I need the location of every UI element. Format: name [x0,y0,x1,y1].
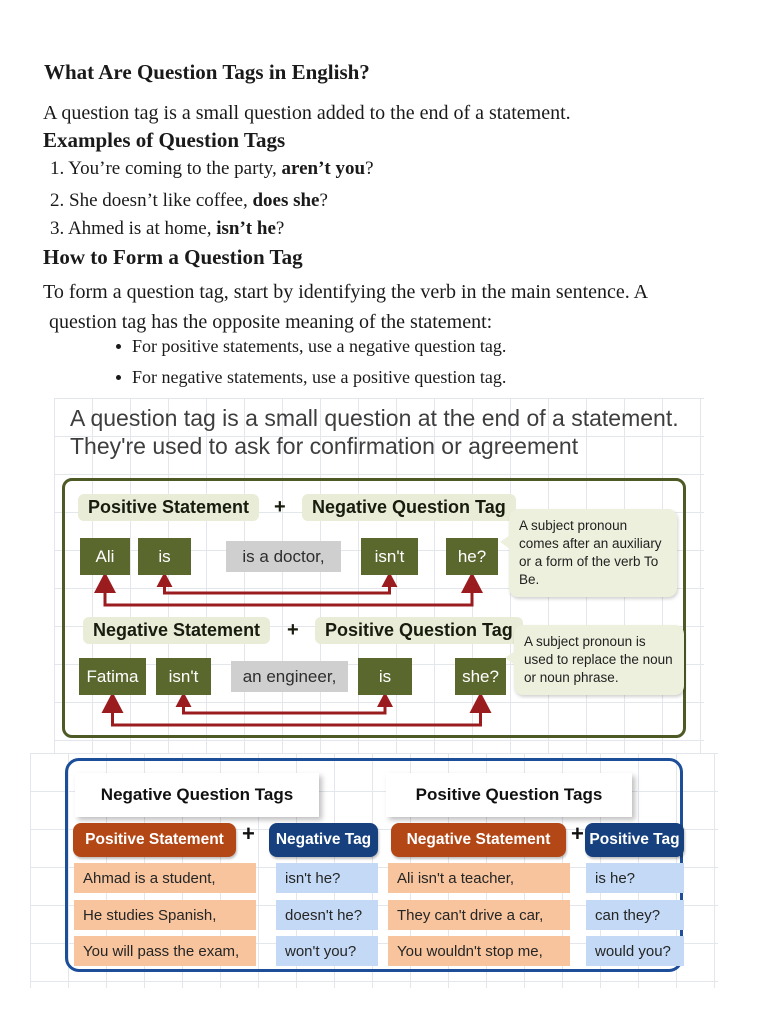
example-text: 1. You’re coming to the party, [50,158,282,179]
tag-cell: isn't he? [276,863,378,893]
intro-paragraph: A question tag is a small question added… [43,102,571,124]
statement-cell: Ahmad is a student, [74,863,256,893]
statement-cell: You will pass the exam, [74,936,256,966]
grammar-diagram-box: Positive Statement + Negative Question T… [62,478,686,738]
word-box-predicate: is a doctor, [226,541,341,572]
word-box-tag-pronoun: she? [455,658,506,695]
example-text: 3. Ahmed is at home, [50,218,217,239]
statement-cell: Ali isn't a teacher, [388,863,570,893]
statement-cell: You wouldn't stop me, [388,936,570,966]
example-suffix: ? [275,218,285,239]
statement-cell: They can't drive a car, [388,900,570,930]
tag-cell: can they? [586,900,684,930]
word-box-subject: Ali [80,538,130,575]
grammar-diagram-image: A question tag is a small question at th… [54,398,704,755]
positive-question-tag-label: Positive Question Tag [315,617,523,644]
plus-sign: + [571,821,584,846]
positive-statement-label: Positive Statement [78,494,260,521]
example-suffix: ? [319,190,328,211]
plus-sign: + [242,821,255,846]
how-to-line2: question tag has the opposite meaning of… [49,311,493,333]
examples-heading: Examples of Question Tags [43,128,286,152]
negative-tag-pill: Negative Tag [269,823,378,857]
diagram-title-line1: A question tag is a small question at th… [70,405,679,431]
bullet-item: For negative statements, use a positive … [132,367,507,387]
tag-cell: doesn't he? [276,900,378,930]
tag-cell: would you? [586,936,684,966]
bullet-dot [116,344,121,349]
positive-statement-pill: Positive Statement [73,823,236,857]
question-tags-table-box: Negative Question Tags Positive Question… [65,758,684,972]
subject-pronoun-callout: A subject pronoun comes after an auxilia… [500,509,677,598]
example-tag-bold: aren’t you [281,158,366,179]
plus-sign: + [274,496,286,518]
how-to-line1: To form a question tag, start by identif… [43,281,649,303]
example-suffix: ? [365,158,374,179]
negative-statement-pill: Negative Statement [391,823,566,857]
word-box-tag-verb: is [358,658,412,695]
how-to-heading: How to Form a Question Tag [43,245,303,269]
noun-replace-callout: A subject pronoun is used to replace the… [505,625,684,696]
diagram-title-line2: They're used to ask for confirmation or … [70,433,579,459]
positive-tag-pill: Positive Tag [585,823,684,857]
plus-sign: + [287,619,299,641]
negative-question-tags-header: Negative Question Tags [75,773,319,817]
example-item: 1. You’re coming to the party, aren’t yo… [50,158,374,180]
example-text: 2. She doesn’t like coffee, [50,190,253,211]
tag-cell: is he? [586,863,684,893]
tag-cell: won't you? [276,936,378,966]
example-item: 2. She doesn’t like coffee, does she? [50,190,328,212]
positive-question-tags-header: Positive Question Tags [386,773,632,817]
example-tag-bold: isn’t he [216,218,276,239]
word-box-predicate: an engineer, [231,661,348,692]
example-tag-bold: does she [252,190,320,211]
example-item: 3. Ahmed is at home, isn’t he? [50,218,284,240]
tag-reference-arrows [94,572,492,727]
word-box-auxiliary: isn't [156,658,211,695]
word-box-auxiliary: is [138,538,191,575]
question-tags-table-image: Negative Question Tags Positive Question… [30,753,718,988]
bullet-item: For positive statements, use a negative … [132,336,507,356]
negative-statement-label: Negative Statement [83,617,271,644]
statement-cell: He studies Spanish, [74,900,256,930]
page-title: What Are Question Tags in English? [44,60,370,84]
bullet-dot [116,375,121,380]
word-box-tag-pronoun: he? [446,538,498,575]
word-box-tag-verb: isn't [361,538,418,575]
word-box-subject: Fatima [79,658,146,695]
negative-question-tag-label: Negative Question Tag [302,494,516,521]
